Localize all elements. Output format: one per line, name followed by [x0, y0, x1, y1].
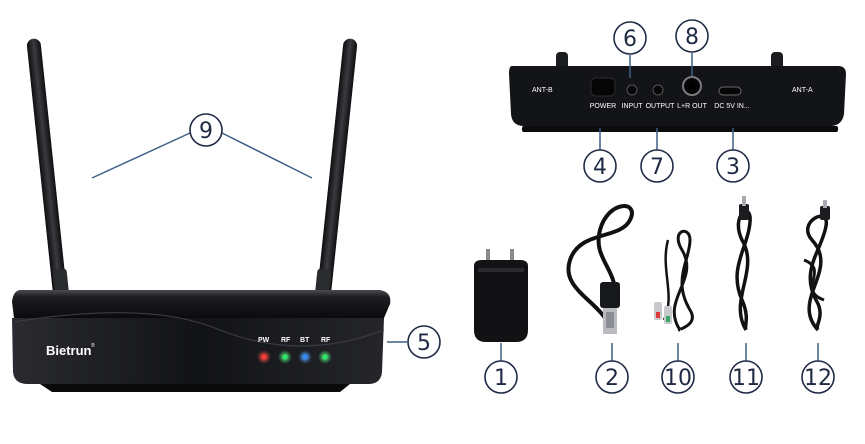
- led-rf1: [282, 354, 288, 360]
- callout-2-label: 2: [605, 366, 619, 391]
- antenna-right: [315, 38, 358, 300]
- callout-1-label: 1: [494, 366, 508, 391]
- main-device: Bietrun ® PW RF BT RF: [12, 38, 391, 392]
- callout-11: 11: [729, 343, 763, 394]
- callout-9: 9: [91, 113, 313, 179]
- back-panel-body: [509, 66, 846, 126]
- device-base: [40, 384, 350, 392]
- brand-reg-mark: ®: [91, 342, 95, 349]
- led-pw: [261, 354, 267, 360]
- led-label-pw: PW: [258, 337, 270, 344]
- led-bt: [302, 354, 308, 360]
- led-label-bt: BT: [300, 337, 310, 344]
- antenna-left: [26, 38, 69, 300]
- aux-cable: [735, 196, 752, 331]
- callout-3: 3: [716, 128, 750, 183]
- usb-cable: [566, 204, 634, 334]
- lr-out-jack-hole: [689, 83, 695, 89]
- front-curve: [13, 312, 385, 347]
- led-rf2: [322, 354, 328, 360]
- device-top: [12, 290, 391, 318]
- led-label-rf2: RF: [321, 337, 331, 344]
- ant-b-label: ANT-B: [532, 87, 553, 94]
- led-label-rf1: RF: [281, 337, 291, 344]
- ant-a-label: ANT-A: [792, 87, 813, 94]
- back-panel-foot: [522, 126, 838, 132]
- input-jack: [626, 84, 638, 96]
- rca-cable: [654, 229, 694, 332]
- back-panel: ANT-B ANT-A POWER INPUT OUTPUT L+R OUT D…: [509, 52, 846, 132]
- input-label: INPUT: [622, 103, 644, 110]
- output-label: OUTPUT: [646, 103, 676, 110]
- power-button: [590, 77, 616, 97]
- callout-5-label: 5: [417, 331, 431, 356]
- dc-in-port: [718, 86, 742, 96]
- callout-9-label: 9: [199, 119, 213, 144]
- callout-12: 12: [801, 343, 835, 394]
- callout-1: 1: [484, 343, 518, 394]
- callout-11-label: 11: [732, 366, 760, 391]
- callout-10: 10: [661, 343, 695, 394]
- callout-6: 6: [613, 21, 647, 78]
- callout-8: 8: [675, 19, 709, 76]
- callout-7-label: 7: [650, 155, 664, 180]
- callout-12-label: 12: [804, 366, 832, 391]
- callout-8-label: 8: [685, 25, 699, 50]
- output-jack: [652, 84, 664, 96]
- callout-2: 2: [595, 343, 629, 394]
- callout-10-label: 10: [664, 366, 692, 391]
- dc-in-label: DC 5V IN...: [714, 103, 749, 110]
- callout-6-label: 6: [623, 27, 637, 52]
- audio-cable-6-35: [803, 200, 830, 332]
- lr-out-label: L+R OUT: [677, 103, 707, 110]
- callout-4: 4: [583, 128, 617, 183]
- callout-5: 5: [387, 325, 441, 359]
- power-adapter: [474, 249, 528, 342]
- callout-4-label: 4: [593, 155, 607, 180]
- brand-logo: Bietrun: [46, 343, 92, 358]
- callout-3-label: 3: [726, 155, 740, 180]
- led-panel: PW RF BT RF: [257, 337, 332, 364]
- callout-7: 7: [640, 128, 674, 183]
- device-front: [12, 318, 384, 384]
- power-label: POWER: [590, 103, 616, 110]
